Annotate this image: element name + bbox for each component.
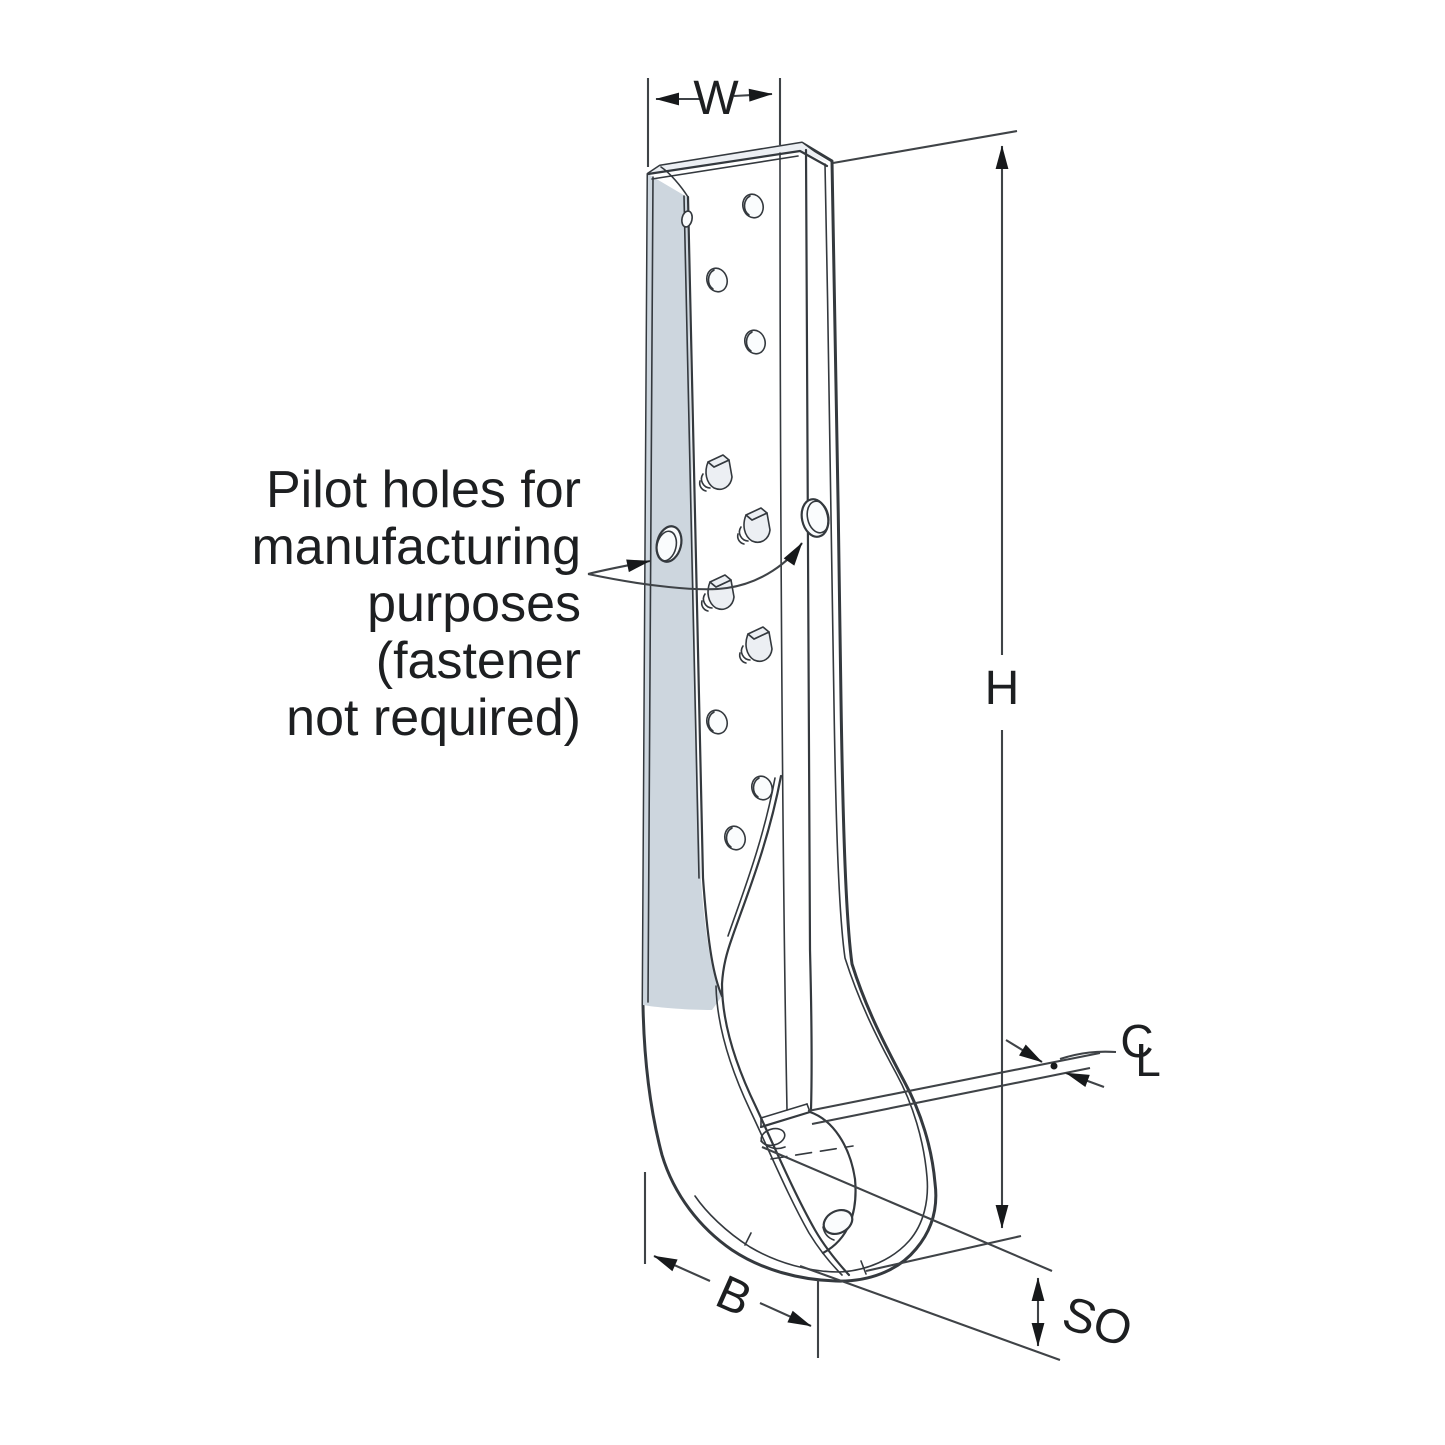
cl-line-upper bbox=[807, 1051, 1101, 1113]
cl-arrow-down bbox=[1005, 1039, 1043, 1063]
pilot-hole-right bbox=[800, 498, 830, 538]
b-arrow-right bbox=[759, 1302, 812, 1327]
flange-fold bbox=[683, 195, 724, 998]
dimension-cl: C L bbox=[807, 1015, 1161, 1126]
nail-tab bbox=[738, 626, 773, 664]
rim-seam-ticks bbox=[744, 1232, 867, 1275]
seat-bolt-hole bbox=[822, 1208, 854, 1241]
annotation-line-2: manufacturing bbox=[251, 518, 581, 576]
left-flange-face bbox=[643, 174, 722, 1010]
seat-fold bbox=[759, 1103, 812, 1129]
cl-dot bbox=[1050, 1062, 1058, 1070]
leader-to-right-hole bbox=[587, 542, 803, 591]
bracket-body bbox=[641, 141, 938, 1283]
annotation-line-4: (fastener bbox=[376, 632, 581, 690]
cl-line-lower bbox=[811, 1066, 1091, 1126]
h-label: H bbox=[985, 662, 1020, 715]
cl-leader bbox=[1059, 1050, 1117, 1061]
nail-tabs bbox=[698, 454, 773, 664]
b-arrow-left bbox=[653, 1255, 711, 1282]
seat-half-slot bbox=[760, 1127, 786, 1150]
cl-symbol-l: L bbox=[1135, 1034, 1161, 1086]
annotation-line-3: purposes bbox=[367, 575, 581, 633]
annotation-line-1: Pilot holes for bbox=[266, 461, 581, 519]
top-rim-lines bbox=[646, 149, 829, 198]
leader-to-left-hole bbox=[587, 559, 651, 576]
so-label: SO bbox=[1056, 1287, 1138, 1358]
left-edge-inner bbox=[647, 176, 654, 1003]
cl-arrow-up bbox=[1065, 1072, 1105, 1088]
web-crease bbox=[779, 152, 788, 1111]
nail-holes bbox=[681, 193, 774, 851]
pilot-hole-annotation: Pilot holes for manufacturing purposes (… bbox=[251, 461, 803, 747]
right-edge-inner bbox=[694, 163, 929, 1273]
nail-tab bbox=[700, 574, 735, 612]
b-label: B bbox=[708, 1266, 759, 1327]
dimension-h: H bbox=[832, 129, 1022, 1273]
dimension-w: W bbox=[646, 72, 782, 167]
so-extension-bottom bbox=[799, 1265, 1061, 1361]
w-arrow-right bbox=[733, 88, 773, 102]
cl-symbol-c: C bbox=[1120, 1015, 1153, 1067]
pilot-hole-left bbox=[655, 525, 683, 563]
scoop-interior-arc bbox=[808, 1110, 857, 1255]
h-extension-top bbox=[832, 129, 1018, 165]
nail-tab bbox=[736, 507, 771, 545]
so-extension-top bbox=[761, 1146, 1053, 1272]
nail-tab bbox=[698, 454, 733, 492]
bracket-silhouette bbox=[641, 141, 938, 1283]
annotation-line-5: not required) bbox=[286, 689, 581, 747]
h-extension-bottom bbox=[865, 1234, 1022, 1273]
w-label: W bbox=[693, 72, 739, 125]
lip-fold bbox=[804, 148, 813, 1112]
